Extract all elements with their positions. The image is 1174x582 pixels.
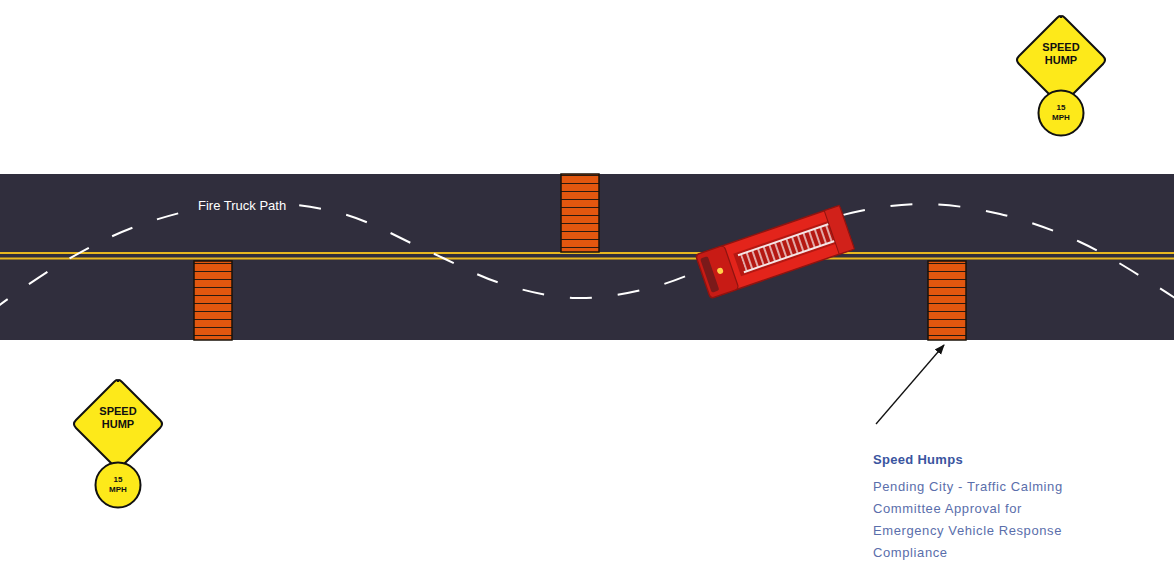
center-line [0, 258, 1174, 260]
sign-text: SPEED HUMP [1033, 41, 1089, 67]
path-label: Fire Truck Path [194, 198, 290, 214]
speed-limit-plate: 15 MPH [1037, 89, 1085, 137]
fire-truck [696, 206, 855, 299]
speed-hump [194, 261, 232, 340]
callout-title: Speed Humps [873, 452, 1133, 469]
speed-hump [561, 174, 599, 252]
leader-line [876, 345, 944, 424]
speed-text: 15 MPH [1049, 103, 1073, 122]
sign-text: SPEED HUMP [90, 405, 146, 431]
speed-hump [928, 261, 966, 340]
speed-text: 15 MPH [106, 475, 130, 494]
warning-sign: SPEED HUMP [70, 376, 166, 472]
callout-note: Pending City - Traffic Calming Committee… [873, 476, 1091, 564]
road [0, 174, 1174, 340]
speed-limit-plate: 15 MPH [94, 461, 142, 509]
